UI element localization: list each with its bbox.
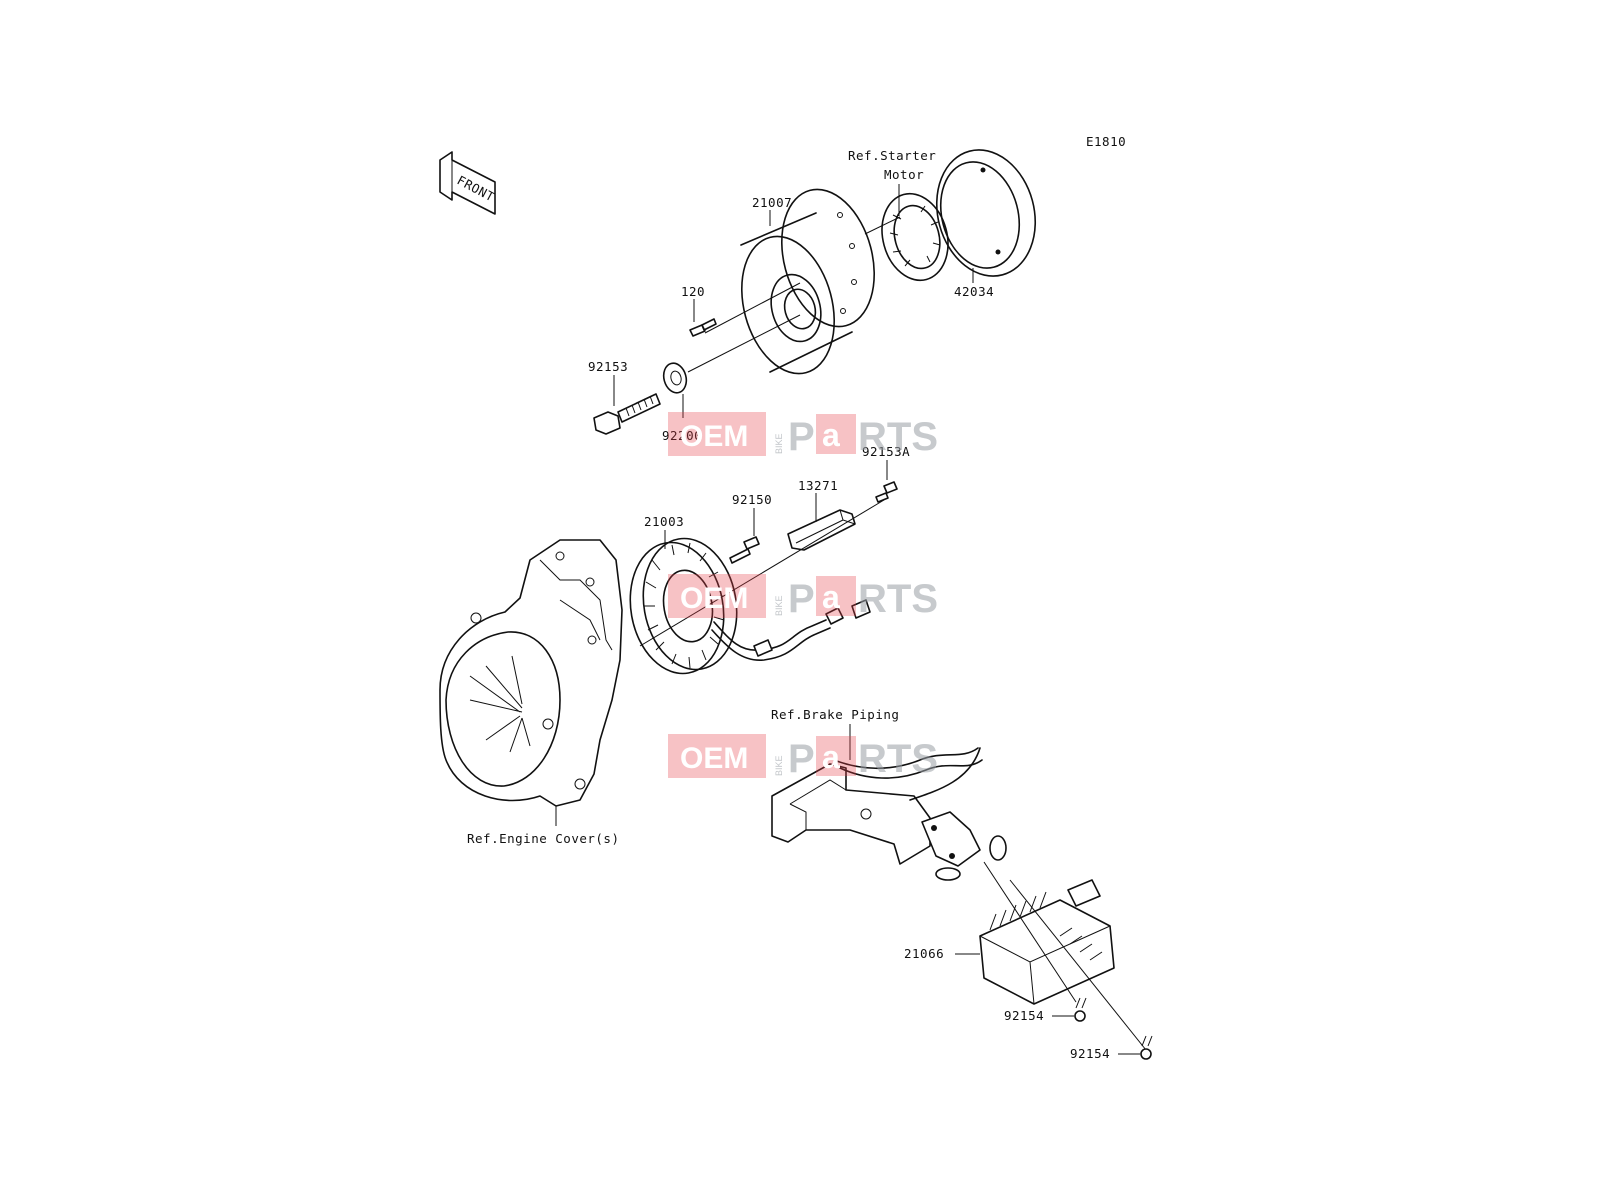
part-label-92153: 92153 [588,359,628,374]
ref-engine-cover-label: Ref.Engine Cover(s) [467,831,620,846]
front-arrow-icon: FRONT [439,151,497,215]
ref-starter-label-2: Motor [884,167,924,182]
watermark-text-a: a [822,579,840,615]
part-21003-stator [629,537,738,675]
part-92150-screw [729,536,760,564]
part-label-92150: 92150 [732,492,772,507]
part-120-bolt [689,318,717,337]
part-label-92154-b: 92154 [1070,1046,1110,1061]
watermark-text-a: a [822,739,840,775]
diagram-code: E1810 [1086,134,1126,149]
part-label-21066: 21066 [904,946,944,961]
axis-line [983,861,1077,1003]
part-label-92200: 92200 [662,428,702,443]
watermark-text-rts: RTS [858,737,938,781]
part-92154-screw [1140,1035,1153,1060]
axis-line [704,282,801,334]
part-label-120: 120 [681,284,705,299]
part-92153-bolt [593,393,661,435]
watermark-text-p: P [788,737,815,781]
bracket-mount [921,811,1007,881]
axis-line [1009,879,1147,1051]
axis-line [687,314,801,373]
part-21066-regulator [979,879,1115,1005]
front-label: FRONT [455,172,497,204]
stator-wire-harness [711,599,871,661]
part-label-92154-a: 92154 [1004,1008,1044,1023]
watermark-text-bike: BIKE [774,433,784,454]
watermark-logo: OEM BIKE P a RTS [668,574,938,621]
watermark-text-p: P [788,415,815,459]
part-label-21007: 21007 [752,195,792,210]
bracket-part [771,747,983,865]
part-42034-ring [935,149,1037,277]
axis-line [639,499,885,647]
watermark-text-bike: BIKE [774,595,784,616]
part-13271-plate [787,509,856,551]
ref-starter-label: Ref.Starter [848,148,936,163]
part-92154-screw [1074,997,1087,1022]
watermark-text-bike: BIKE [774,755,784,776]
watermark-logo: OEM BIKE P a RTS [668,734,938,781]
watermark-text-rts: RTS [858,415,938,459]
engine-cover-part [439,539,623,807]
watermark-text-oem: OEM [680,582,748,615]
axis-line [864,216,901,235]
part-92153A-bolt [875,481,898,503]
watermark-text-oem: OEM [680,742,748,775]
part-label-13271: 13271 [798,478,838,493]
watermark-text-rts: RTS [858,577,938,621]
part-21007-rotor [740,188,876,375]
part-92200-washer [662,362,688,394]
part-label-92153A: 92153A [862,444,910,459]
watermark-logo: OEM BIKE P a RTS [668,412,938,459]
part-label-42034: 42034 [954,284,994,299]
ref-brake-piping-label: Ref.Brake Piping [771,707,899,722]
watermark-text-oem: OEM [680,420,748,453]
watermark-text-p: P [788,577,815,621]
part-label-21003: 21003 [644,514,684,529]
watermark-text-a: a [822,417,840,453]
starter-clutch-part [881,192,949,282]
